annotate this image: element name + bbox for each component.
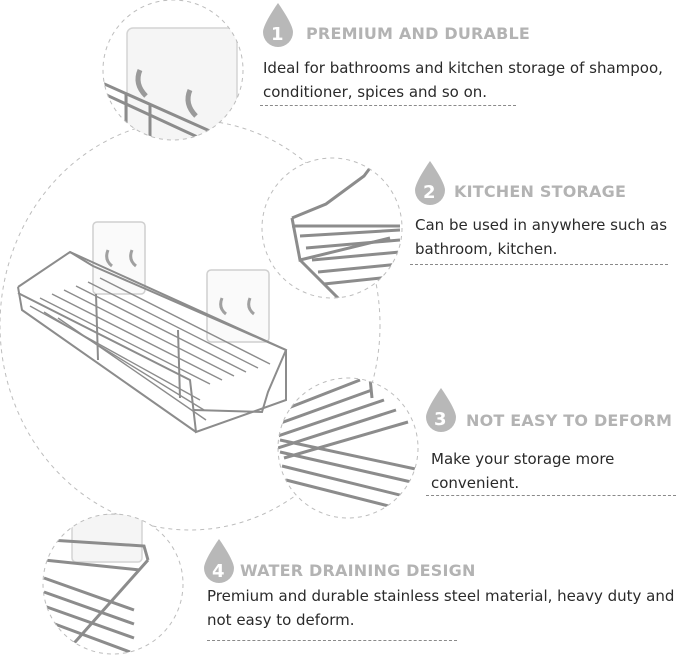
feature-desc-4: Premium and durable stainless steel mate… bbox=[207, 587, 675, 629]
detail-circle-1 bbox=[103, 0, 243, 140]
water-drop-icon bbox=[204, 539, 234, 583]
water-drop-icon bbox=[415, 161, 445, 205]
water-drop-icon bbox=[263, 3, 293, 47]
feature-title-2: KITCHEN STORAGE bbox=[454, 182, 627, 201]
feature-number-4: 4 bbox=[212, 561, 225, 582]
feature-title-3: NOT EASY TO DEFORM bbox=[466, 411, 673, 430]
water-drop-icon bbox=[426, 388, 456, 432]
feature-title-4: WATER DRAINING DESIGN bbox=[240, 561, 476, 580]
dashed-divider-1 bbox=[260, 105, 516, 106]
main-shelf bbox=[17, 221, 288, 434]
feature-desc-3: Make your storage more convenient. bbox=[431, 450, 615, 492]
feature-desc-2: Can be used in anywhere such as bathroom… bbox=[415, 216, 668, 258]
detail-circle-2 bbox=[262, 158, 402, 298]
detail-circle-4 bbox=[43, 514, 183, 654]
dashed-divider-2 bbox=[410, 264, 668, 265]
feature-number-2: 2 bbox=[423, 182, 436, 203]
feature-title-1: PREMIUM AND DURABLE bbox=[306, 24, 531, 43]
feature-number-3: 3 bbox=[434, 409, 447, 430]
dashed-divider-4 bbox=[207, 640, 457, 641]
dashed-divider-3 bbox=[426, 495, 676, 496]
detail-circle-3 bbox=[278, 378, 418, 518]
feature-desc-1: Ideal for bathrooms and kitchen storage … bbox=[263, 59, 663, 101]
feature-number-1: 1 bbox=[271, 24, 284, 45]
